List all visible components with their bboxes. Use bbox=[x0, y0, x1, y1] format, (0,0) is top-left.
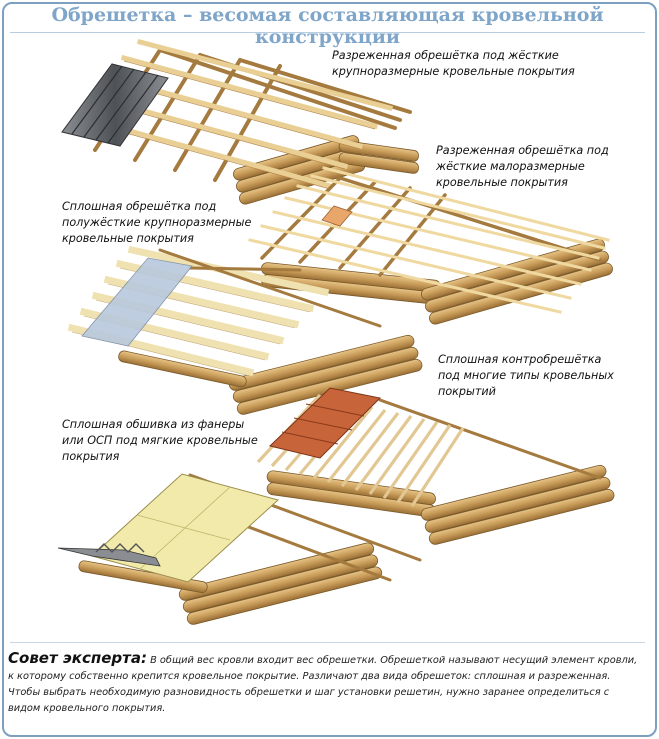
page-title: Обрешетка – весомая составляющая кровель… bbox=[51, 4, 604, 48]
caption-solid-osb: Сплошная обшивка из фанеры или ОСП под м… bbox=[62, 418, 258, 463]
roof-4-counter-lathing bbox=[256, 387, 615, 545]
roof-5-solid-osb bbox=[57, 473, 422, 625]
roof-1-sparse-large bbox=[61, 38, 419, 205]
caption-sparse-small: Разреженная обрешётка под жёсткие малора… bbox=[436, 144, 609, 189]
expert-tip-heading: Совет эксперта: bbox=[8, 649, 147, 667]
roof-2-sparse-small bbox=[248, 166, 613, 325]
expert-tip-text: В общий вес кровли входит вес обрешетки.… bbox=[8, 655, 638, 714]
expert-tip: Совет эксперта: В общий вес кровли входи… bbox=[8, 650, 644, 717]
caption-counter-lathing: Сплошная контробрешётка под многие типы … bbox=[438, 353, 614, 398]
title-divider bbox=[10, 32, 645, 33]
roof-diagrams bbox=[57, 38, 615, 625]
roof-3-solid-semirigid bbox=[67, 245, 423, 415]
caption-sparse-large: Разреженная обрешётка под жёсткие крупно… bbox=[332, 49, 575, 78]
tip-divider bbox=[10, 642, 645, 643]
caption-solid-semirigid: Сплошная обрешётка под полужёсткие крупн… bbox=[62, 200, 252, 245]
